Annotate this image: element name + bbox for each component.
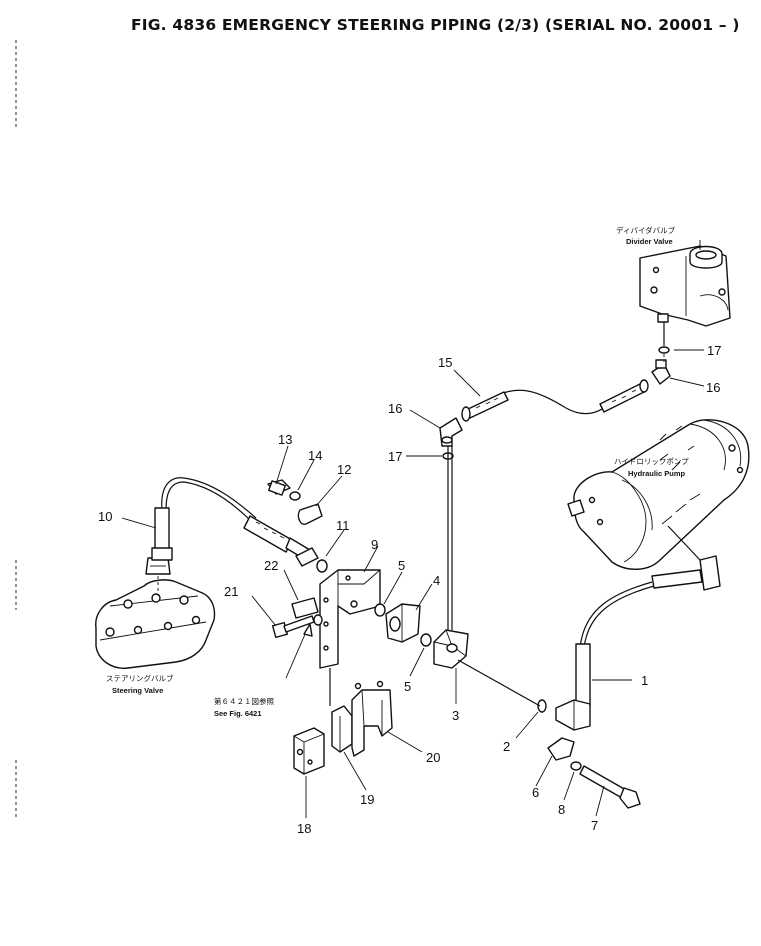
hydraulic-pump: [567, 419, 750, 570]
o-ring-2: [537, 699, 547, 713]
callout-21: 21: [224, 584, 238, 599]
washer-8: [570, 761, 582, 771]
divider-valve-label-jp: ディバイダバルブ: [616, 225, 676, 235]
callout-20: 20: [426, 750, 440, 765]
callout-19: 19: [360, 792, 374, 807]
callout-17-left: 17: [388, 449, 402, 464]
callout-10: 10: [98, 509, 112, 524]
callout-15: 15: [438, 355, 452, 370]
callout-22: 22: [264, 558, 278, 573]
callout-12: 12: [337, 462, 351, 477]
callout-11: 11: [336, 518, 350, 533]
component-captions: ディバイダバルブ Divider Valve ハイドロリックポンプ Hydrau…: [106, 225, 689, 718]
callout-1: 1: [641, 673, 648, 688]
hose-1: [555, 525, 721, 731]
bolt-7: [579, 765, 641, 809]
callout-numbers: 1 2 3 4 5 5 6 7 8 9 10 11 12 13 14 15 16…: [98, 343, 721, 836]
callout-3: 3: [452, 708, 459, 723]
divider-valve: [639, 240, 731, 327]
callout-14: 14: [308, 448, 322, 463]
o-ring-5-lower: [420, 633, 432, 647]
callout-16-left: 16: [388, 401, 402, 416]
hydraulic-pump-label: Hydraulic Pump: [628, 469, 686, 478]
callout-9: 9: [371, 537, 378, 552]
o-ring-5-upper: [374, 603, 386, 617]
callout-17-right: 17: [707, 343, 721, 358]
callout-8: 8: [558, 802, 565, 817]
block-18: [293, 727, 325, 775]
callout-6: 6: [532, 785, 539, 800]
clamp-19: [331, 705, 353, 753]
clamp-6: [547, 737, 575, 761]
callout-4: 4: [433, 573, 440, 588]
steering-valve-label: Steering Valve: [112, 686, 163, 695]
callout-18: 18: [297, 821, 311, 836]
steering-valve-label-jp: ステアリングバルブ: [106, 673, 174, 683]
elbow-16-right: [651, 359, 671, 385]
see-fig-label: See Fig. 6421: [214, 709, 262, 718]
clamp-assembly: [267, 479, 328, 573]
see-fig-label-jp: 第６４２１図参照: [214, 696, 274, 706]
callout-5-lower: 5: [404, 679, 411, 694]
callout-5-upper: 5: [398, 558, 405, 573]
hose-15: [461, 379, 649, 422]
leader-lines: [121, 349, 705, 818]
divider-valve-label: Divider Valve: [626, 237, 673, 246]
fitting-22: [291, 597, 323, 626]
bracket-9: [319, 569, 381, 669]
block-3: [433, 629, 469, 669]
bracket-20: [351, 680, 393, 757]
callout-7: 7: [591, 818, 598, 833]
steering-valve: [95, 557, 216, 669]
callout-16-right: 16: [706, 380, 720, 395]
elbow-16-left: [439, 417, 463, 447]
hydraulic-pump-label-jp: ハイドロリックポンプ: [614, 457, 689, 466]
callout-2: 2: [503, 739, 510, 754]
o-ring-17: [442, 346, 670, 460]
valve-block-4: [385, 603, 421, 643]
figure-title: FIG. 4836 EMERGENCY STEERING PIPING (2/3…: [131, 16, 740, 34]
callout-13: 13: [278, 432, 292, 447]
